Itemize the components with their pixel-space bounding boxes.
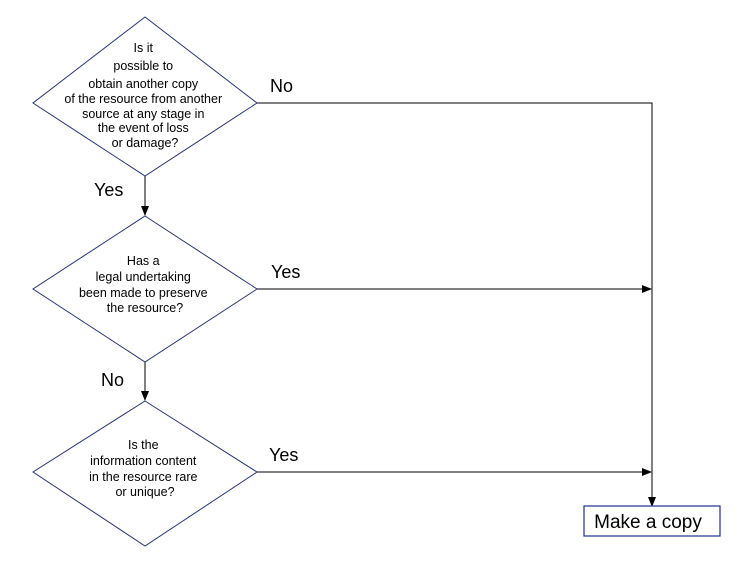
decision-q3-line-1: Is the [128,438,159,452]
decision-q1-line-7: or damage? [112,136,179,150]
decision-q3-line-4: or unique? [115,485,174,499]
decision-text-q3: Is the information content in the resour… [89,438,201,499]
decision-q1-line-6: the event of loss [98,121,189,135]
decision-q2-line-2: legal undertaking [96,270,191,284]
decision-q2-line-1: Has a [127,254,160,268]
edge-label-q3-yes: Yes [269,445,298,465]
action-label: Make a copy [594,512,702,533]
edge-label-q1-no: No [270,76,293,96]
decision-q1-line-5: source at any stage in [82,107,204,121]
edge-q1-to-action [257,102,656,507]
decision-q1-line-1: Is it [134,41,154,55]
action-box [583,505,721,537]
decision-q1-line-3: obtain another copy [88,77,199,91]
decision-q3-line-2: information content [90,454,197,468]
decision-q1-line-2: possible to [113,59,173,73]
decision-q3-line-3: in the resource rare [89,470,197,484]
edge-label-q2-no: No [101,370,124,390]
edge-label-q1-yes: Yes [94,180,123,200]
decision-text-q1: Is it possible to obtain another copy of… [64,41,225,150]
decision-text-q2: Has a legal undertaking been made to pre… [79,254,211,315]
edge-label-q2-yes: Yes [271,262,300,282]
decision-q2-line-3: been made to preserve [79,286,208,300]
decision-diamond-q3 [32,400,258,547]
decision-q2-line-4: the resource? [107,301,183,315]
decision-q1-line-4: of the resource from another [64,92,222,106]
